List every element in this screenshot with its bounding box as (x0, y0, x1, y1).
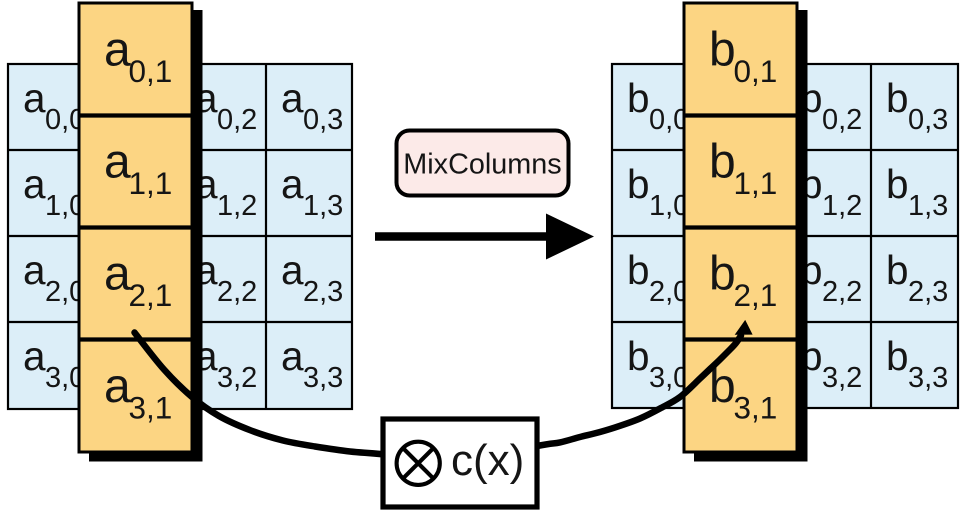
svg-text:2,1: 2,1 (129, 277, 173, 313)
svg-text:1,2: 1,2 (822, 190, 862, 222)
svg-text:2,3: 2,3 (908, 276, 948, 308)
svg-text:b: b (709, 136, 736, 189)
svg-text:b: b (709, 248, 736, 301)
svg-text:2,1: 2,1 (734, 277, 778, 313)
svg-text:2,2: 2,2 (822, 276, 862, 308)
svg-text:b: b (709, 23, 736, 76)
svg-text:0,3: 0,3 (908, 104, 948, 136)
svg-text:b: b (627, 333, 650, 379)
svg-text:2,3: 2,3 (303, 276, 343, 308)
svg-text:1,3: 1,3 (908, 190, 948, 222)
svg-text:a: a (23, 333, 46, 379)
svg-text:0,2: 0,2 (822, 104, 862, 136)
svg-text:a: a (104, 360, 131, 413)
svg-text:2,2: 2,2 (217, 276, 257, 308)
svg-text:1,1: 1,1 (129, 165, 173, 201)
svg-text:0,3: 0,3 (303, 104, 343, 136)
svg-text:a: a (104, 248, 131, 301)
svg-text:a: a (281, 247, 304, 293)
svg-text:a: a (23, 75, 46, 121)
svg-text:a: a (23, 247, 46, 293)
svg-text:a: a (104, 23, 131, 76)
svg-text:a: a (281, 333, 304, 379)
svg-text:a: a (23, 161, 46, 207)
svg-text:a: a (104, 136, 131, 189)
svg-text:b: b (886, 75, 909, 121)
svg-text:0,2: 0,2 (217, 104, 257, 136)
svg-text:c(x): c(x) (451, 436, 524, 485)
svg-text:a: a (281, 75, 304, 121)
svg-text:b: b (886, 333, 909, 379)
svg-text:1,1: 1,1 (734, 165, 778, 201)
svg-text:3,2: 3,2 (822, 362, 862, 394)
svg-text:b: b (627, 247, 650, 293)
svg-text:1,3: 1,3 (303, 190, 343, 222)
svg-text:3,3: 3,3 (908, 362, 948, 394)
svg-text:0,1: 0,1 (734, 53, 778, 89)
svg-text:3,2: 3,2 (217, 362, 257, 394)
svg-text:3,1: 3,1 (734, 389, 778, 425)
svg-text:3,3: 3,3 (303, 362, 343, 394)
svg-text:b: b (627, 75, 650, 121)
svg-text:0,1: 0,1 (129, 53, 173, 89)
svg-text:3,1: 3,1 (129, 389, 173, 425)
svg-text:b: b (627, 161, 650, 207)
svg-text:1,2: 1,2 (217, 190, 257, 222)
svg-text:a: a (281, 161, 304, 207)
svg-text:MixColumns: MixColumns (403, 149, 561, 181)
svg-text:b: b (886, 161, 909, 207)
svg-text:b: b (886, 247, 909, 293)
